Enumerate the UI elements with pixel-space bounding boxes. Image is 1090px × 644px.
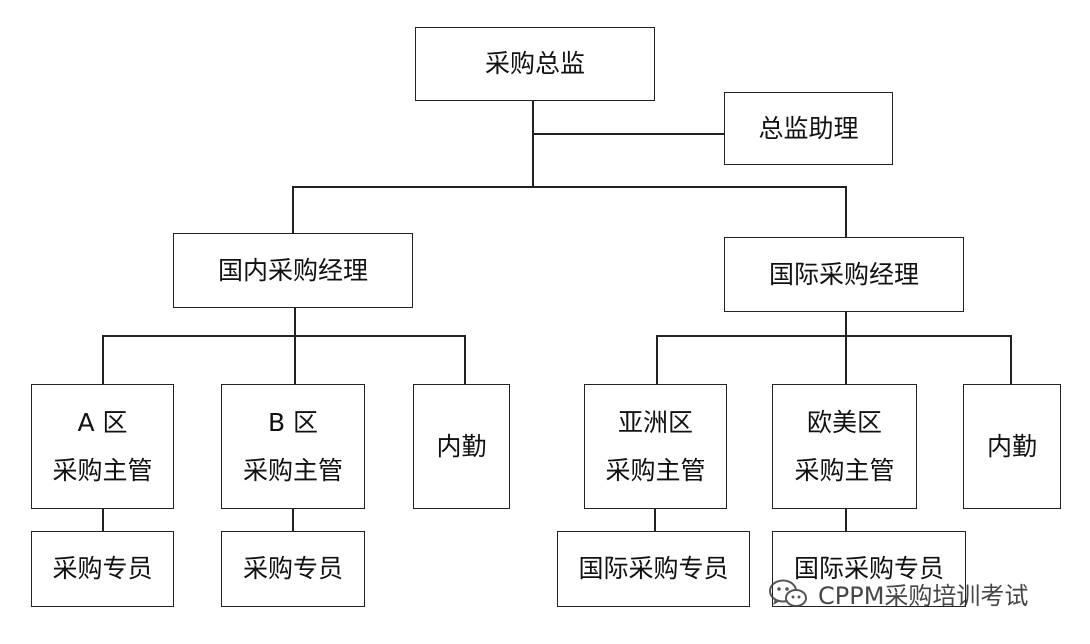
node-label: 国际采购经理 — [768, 259, 919, 289]
node-label: 国内采购经理 — [217, 255, 368, 285]
node-label: 采购专员 — [52, 554, 153, 584]
node-euam-supervisor: 欧美区 采购主管 — [772, 384, 917, 509]
connector-line — [292, 508, 294, 532]
node-b-supervisor: B 区 采购主管 — [221, 384, 365, 509]
node-label-line1: 欧美区 — [806, 408, 882, 437]
connector-line — [292, 186, 847, 188]
node-domestic-manager: 国内采购经理 — [173, 233, 413, 308]
node-domestic-admin: 内勤 — [413, 384, 510, 509]
node-a-supervisor: A 区 采购主管 — [31, 384, 174, 509]
connector-line — [532, 133, 725, 135]
wechat-icon — [768, 578, 808, 610]
node-label-line2: 采购主管 — [794, 455, 895, 485]
node-label: 内勤 — [436, 431, 487, 461]
node-b-specialist: 采购专员 — [221, 531, 365, 607]
node-label: 总监助理 — [758, 113, 859, 143]
node-director: 采购总监 — [415, 27, 655, 101]
connector-line — [656, 335, 658, 385]
connector-line — [656, 335, 1012, 337]
connector-line — [1010, 335, 1012, 385]
node-label: 国际采购专员 — [578, 554, 729, 584]
connector-line — [292, 186, 294, 234]
node-label-line2: 采购主管 — [52, 455, 153, 485]
connector-line — [102, 335, 466, 337]
node-label-line1: B 区 — [267, 408, 319, 437]
node-label: 采购总监 — [484, 49, 585, 79]
connector-line — [654, 508, 656, 532]
watermark-text: CPPM采购培训考试 — [818, 582, 1029, 610]
node-asia-supervisor: 亚洲区 采购主管 — [584, 384, 727, 509]
node-a-specialist: 采购专员 — [31, 531, 174, 607]
node-label-line2: 采购主管 — [242, 455, 343, 485]
node-label: 内勤 — [986, 431, 1037, 461]
connector-line — [845, 186, 847, 238]
node-label: 国际采购专员 — [793, 554, 944, 584]
connector-line — [294, 307, 296, 385]
node-asia-specialist: 国际采购专员 — [557, 531, 750, 607]
connector-line — [845, 311, 847, 385]
connector-line — [464, 335, 466, 385]
node-intl-admin: 内勤 — [963, 384, 1061, 509]
node-label-line1: 亚洲区 — [617, 408, 693, 437]
connector-line — [532, 101, 534, 187]
node-label: 采购专员 — [242, 554, 343, 584]
connector-line — [102, 335, 104, 385]
node-label-line2: 采购主管 — [605, 455, 706, 485]
connector-line — [102, 508, 104, 532]
node-label-line1: A 区 — [77, 408, 128, 437]
node-intl-manager: 国际采购经理 — [724, 237, 964, 312]
watermark: CPPM采购培训考试 — [768, 576, 1028, 611]
node-assistant: 总监助理 — [724, 92, 893, 165]
connector-line — [845, 508, 847, 532]
